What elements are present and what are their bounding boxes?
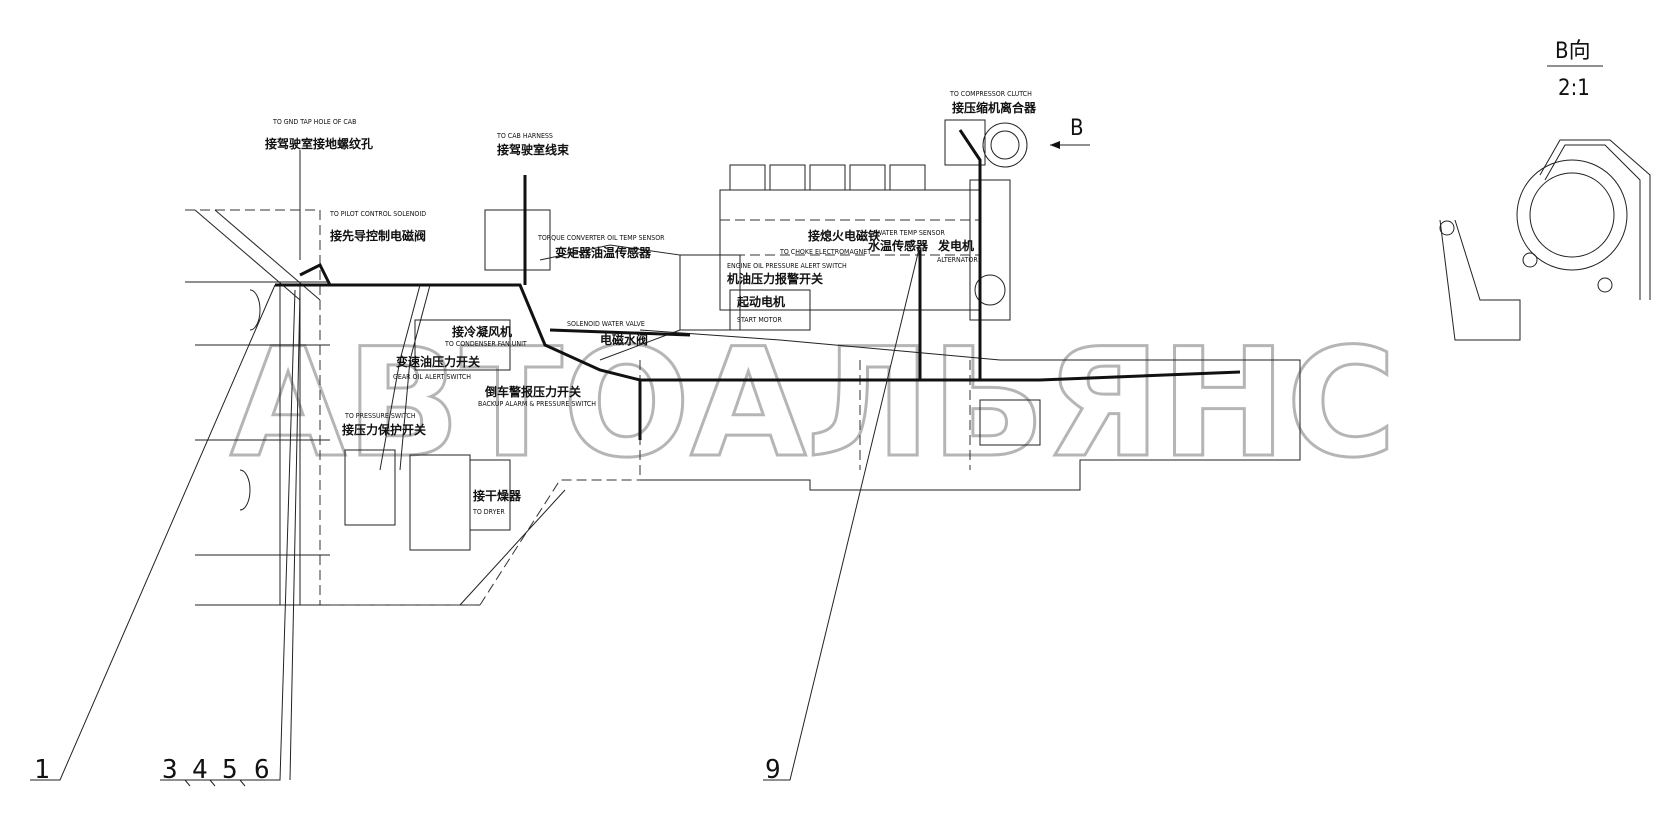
callout-condenser-en: TO CONDENSER FAN UNIT [444, 340, 527, 348]
chassis-frame [185, 209, 700, 606]
callout-pilot-en: TO PILOT CONTROL SOLENOID [329, 210, 426, 218]
callout-gearoil-en: GEAR OIL ALERT SWITCH [393, 373, 471, 381]
callout-torque-cn: 变矩器油温传感器 [555, 245, 652, 260]
callout-solenoid-cn: 电磁水阀 [600, 332, 648, 347]
item-number-9: 9 [765, 755, 781, 785]
view-title: B向 [1555, 39, 1591, 64]
main-harness [275, 129, 1241, 471]
callout-dryer-cn: 接干燥器 [473, 488, 522, 503]
item-leaders: 1 3 4 5 6 9 [30, 244, 921, 787]
item-number-5: 5 [222, 755, 238, 785]
callout-compressor-cn: 接压缩机离合器 [952, 100, 1037, 115]
callout-compressor-en: TO COMPRESSOR CLUTCH [949, 90, 1032, 98]
callout-cab-cn: 接驾驶室线束 [497, 142, 570, 157]
callout-cab-en: TO CAB HARNESS [496, 132, 553, 140]
callout-start-en: START MOTOR [737, 316, 783, 324]
callout-oilpress-en: ENGINE OIL PRESSURE ALERT SWITCH [727, 262, 847, 270]
callout-water-cn: 水温传感器 [868, 238, 929, 253]
callout-pressure-en: TO PRESSURE SWITCH [344, 412, 416, 420]
callouts: TO GND TAP HOLE OF CAB 接驾驶室接地螺纹孔 TO CAB … [265, 90, 1037, 516]
view-scale: 2:1 [1558, 76, 1590, 101]
callout-gnd-cn: 接驾驶室接地螺纹孔 [265, 136, 373, 151]
callout-solenoid-en: SOLENOID WATER VALVE [567, 320, 645, 328]
callout-alternator-en: ALTERNATOR [937, 256, 978, 264]
watermark: АВТОАЛЬЯНС [230, 317, 1396, 491]
callout-water-en: WATER TEMP SENSOR [876, 229, 946, 237]
callout-torque-en: TORQUE CONVERTER OIL TEMP SENSOR [537, 234, 665, 242]
view-arrow-label: B [1070, 116, 1084, 141]
callout-gnd-en: TO GND TAP HOLE OF CAB [272, 118, 356, 126]
callout-pressure-cn: 接压力保护开关 [342, 422, 426, 437]
callout-choke-en: TO CHOKE ELECTROMAGNET [779, 248, 871, 256]
callout-choke-cn: 接熄火电磁铁 [808, 228, 880, 243]
callout-start-cn: 起动电机 [736, 294, 785, 309]
view-b-detail: B向 2:1 [1439, 39, 1651, 341]
callout-backup-cn: 倒车警报压力开关 [484, 384, 581, 399]
item-number-3: 3 [162, 755, 178, 785]
item-number-1: 1 [34, 755, 50, 785]
callout-gearoil-cn: 变速油压力开关 [396, 354, 480, 369]
callout-alternator-cn: 发电机 [937, 238, 974, 253]
item-number-4: 4 [192, 755, 208, 785]
callout-dryer-en: TO DRYER [472, 508, 505, 516]
view-direction-arrow: B [1050, 116, 1090, 149]
callout-pilot-cn: 接先导控制电磁阀 [330, 228, 426, 243]
callout-backup-en: BACKUP ALARM & PRESSURE SWITCH [478, 400, 596, 408]
callout-oilpress-cn: 机油压力报警开关 [727, 271, 823, 286]
item-number-6: 6 [254, 755, 270, 785]
callout-condenser-cn: 接冷凝风机 [452, 324, 512, 339]
